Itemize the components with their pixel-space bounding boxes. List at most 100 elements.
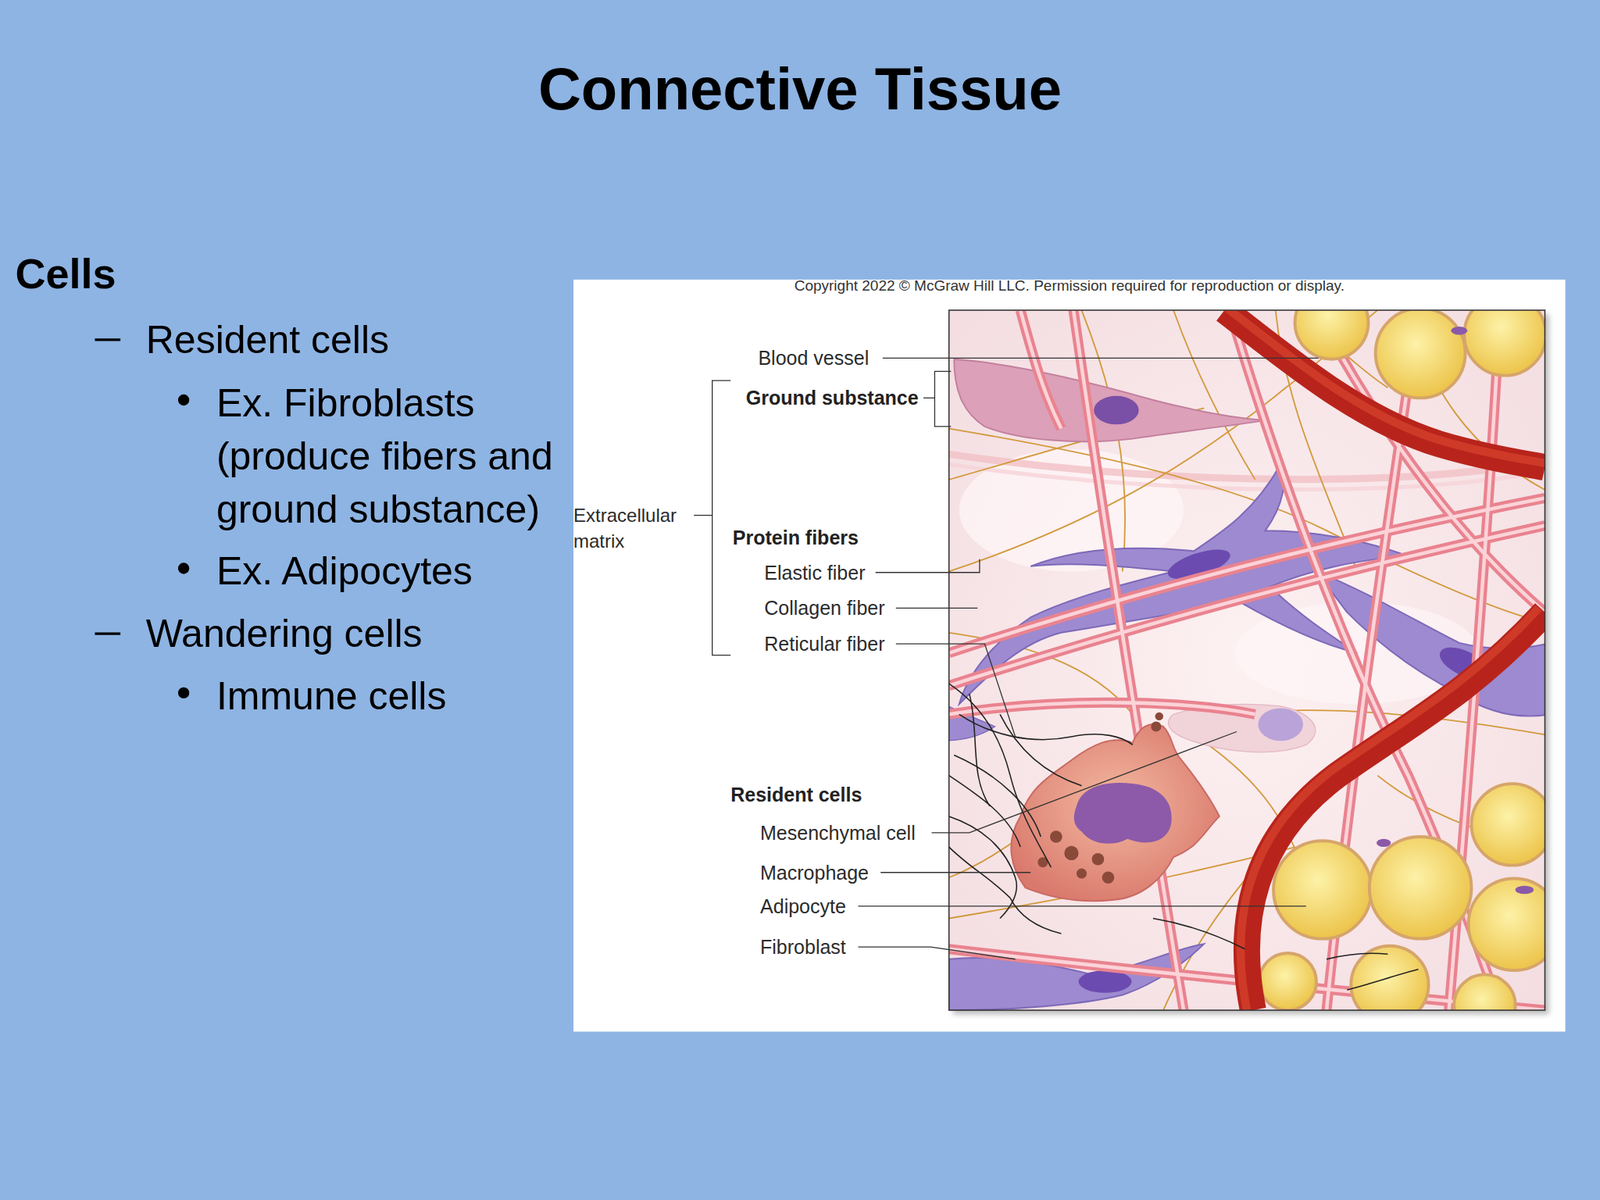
collagen-fibers [1020,310,1061,429]
section-heading: Cells [15,248,117,299]
reticular-fibers [949,775,1021,847]
adipocyte-cells [1375,310,1466,398]
bullet-marks [178,394,190,406]
adipocyte-cells [1369,836,1472,940]
adipocyte-cells [1468,878,1546,972]
leader-lines [875,559,980,573]
reticular-fibers [949,816,1018,919]
collagen-fibers [949,525,1546,686]
figure-panel [573,279,1566,1033]
macrophage-cell [1050,830,1063,843]
leader-lines [896,643,1016,737]
callout-label: Collagen fiber [764,596,885,620]
bullet-marks [94,338,121,341]
adipocyte-cells [1453,974,1515,1011]
reticular-fibers [1153,918,1246,950]
fibroblast-cells [1093,396,1139,425]
bullet-item: Resident cells [146,314,390,365]
elastic-fibers [949,310,1546,1011]
tissue-illustration [949,310,1546,1011]
fibroblast-cells [953,359,1265,442]
macrophage-cell [1010,724,1220,901]
callout-label: Adipocyte [760,894,847,918]
reticular-fibers [1010,897,1061,934]
leader-lines [934,371,951,427]
tissue-illustration [949,310,1546,1011]
collagen-fibers [949,310,1546,1011]
illustration-border [949,310,1546,1011]
sub-bullet-item: Ex. Adipocytes [216,546,473,597]
reticular-fibers [949,683,1052,868]
collagen-fibers [949,525,1546,686]
bullet-item: Wandering cells [146,608,423,659]
blood-vessels [1240,607,1540,1011]
blood-vessels [1224,310,1545,464]
bullet-marks [178,687,190,699]
macrophage-cell [1037,712,1164,884]
adipocyte-cells [1450,326,1468,335]
bullet-marks [178,562,190,574]
macrophage-cell [1064,846,1079,861]
group-label: Protein fibers [732,525,859,550]
macrophage-cell [1102,871,1115,884]
leader-lines [923,397,935,399]
leader-lines [857,946,1015,960]
reticular-fibers [1346,969,1418,990]
figure-panel [573,279,1566,1033]
leader-lines [896,607,978,609]
collagen-fibers [949,702,1256,715]
slide-title: Connective Tissue [0,53,1600,125]
group-label: Ground substance [746,385,919,410]
collagen-fibers [949,497,1546,654]
adipocyte-cells [1294,310,1368,360]
leader-lines [693,514,713,516]
copyright-notice: Copyright 2022 © McGraw Hill LLC. Permis… [573,276,1566,296]
blood-vessels [1224,310,1545,468]
leader-lines [857,905,1306,907]
macrophage-cell [1010,712,1220,901]
leader-lines [931,731,1237,833]
sub-bullet-item: Immune cells [216,671,447,722]
collagen-fibers [949,310,1546,1011]
reticular-fibers [959,714,1133,745]
adipocyte-cells [1515,885,1535,894]
adipocyte-cells [1471,783,1545,865]
callout-label: Fibroblast [760,935,847,959]
fibroblast-cells [1078,970,1133,993]
macrophage-cell [1074,782,1172,844]
macrophage-cell [1150,721,1161,732]
fibroblast-cells [1257,707,1303,741]
callout-label: Blood vessel [757,346,869,370]
bullet-marks [94,632,121,636]
sub-bullet-item: Ex. Fibroblasts (produce fibers and grou… [216,376,584,536]
collagen-fibers [1020,310,1061,429]
callout-label: Mesenchymal cell [760,821,916,845]
collagen-fibers [1073,310,1184,1011]
illustration-border [949,310,1546,1011]
collagen-fibers [1073,310,1184,1011]
callout-label: Macrophage [760,860,869,885]
macrophage-cell [1092,853,1105,866]
macrophage-cell [1155,712,1164,721]
adipocyte-cells [1273,840,1372,939]
collagen-fibers [949,702,1256,715]
adipocyte-cells [1376,839,1391,847]
leader-lines [693,357,1318,959]
macrophage-cell [1076,868,1087,879]
adipocyte-cells [1464,310,1545,376]
collagen-fibers [949,310,1546,1011]
reticular-fibers [969,693,990,807]
reticular-fibers [1326,953,1388,960]
adipocyte-cells [1259,953,1317,1011]
group-label: Resident cells [730,782,862,807]
leader-lines [712,380,732,655]
group-label: Extracellular matrix [573,502,691,554]
leader-lines [882,357,1319,359]
callout-label: Reticular fiber [764,632,885,656]
reticular-fibers [1000,714,1082,786]
leader-lines [880,871,1031,873]
callout-label: Elastic fiber [764,560,865,585]
tissue-illustration [949,464,1546,490]
reticular-fibers [949,683,1419,990]
